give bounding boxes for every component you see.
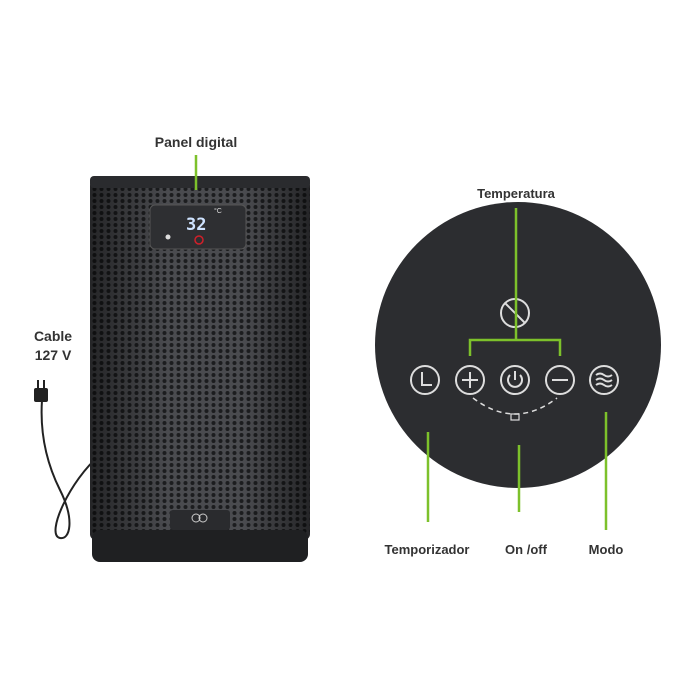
minus-icon[interactable] [545, 365, 575, 395]
label-voltage: 127 V [34, 347, 72, 363]
label-mode: Modo [588, 542, 624, 557]
label-panel: Panel digital [154, 134, 238, 150]
control-disc [375, 202, 661, 488]
heater [90, 176, 310, 562]
power-icon[interactable] [500, 365, 530, 395]
pointer-lines [426, 208, 608, 530]
digital-panel [149, 204, 247, 250]
temperature-display: 32 [186, 215, 207, 235]
label-timer: Temporizador [384, 542, 470, 557]
plug-icon [34, 388, 48, 402]
heater-power-icon [194, 235, 204, 245]
logo-icon [191, 513, 201, 523]
plus-icon[interactable] [455, 365, 485, 395]
label-onoff: On /off [505, 542, 547, 557]
power-cord [34, 380, 101, 540]
label-cable: Cable [33, 328, 73, 344]
lock-icon [510, 413, 520, 421]
gear-icon [165, 234, 171, 240]
clock-icon[interactable] [410, 365, 440, 395]
label-temperature: Temperatura [477, 186, 555, 201]
temperature-unit: °C [214, 208, 222, 215]
waves-icon[interactable] [589, 365, 619, 395]
